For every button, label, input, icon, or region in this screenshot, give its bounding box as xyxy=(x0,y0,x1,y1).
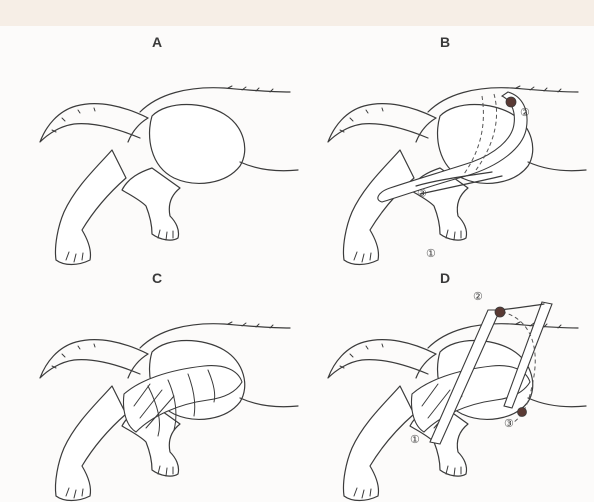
dog-illustration-c xyxy=(28,266,298,498)
marker-2-b: ② xyxy=(520,106,530,119)
dog-illustration-b xyxy=(316,30,586,262)
panel-d: D ② ③ ① xyxy=(316,266,586,498)
dog-illustration-d xyxy=(316,266,586,498)
marker-3-b: ③ xyxy=(417,187,427,200)
strap-knot-b xyxy=(506,97,516,107)
strap-knot-side-d xyxy=(518,408,527,417)
dog-illustration-a xyxy=(28,30,298,262)
header-band xyxy=(0,0,594,26)
panel-c: C xyxy=(28,266,298,498)
panel-a: A xyxy=(28,30,298,262)
marker-3-d: ③ xyxy=(504,417,514,430)
strap-knot-top-d xyxy=(495,307,505,317)
marker-2-d: ② xyxy=(473,290,483,303)
panel-b: B ② ③ ① xyxy=(316,30,586,262)
marker-1-b: ① xyxy=(426,247,436,260)
marker-1-d: ① xyxy=(410,433,420,446)
